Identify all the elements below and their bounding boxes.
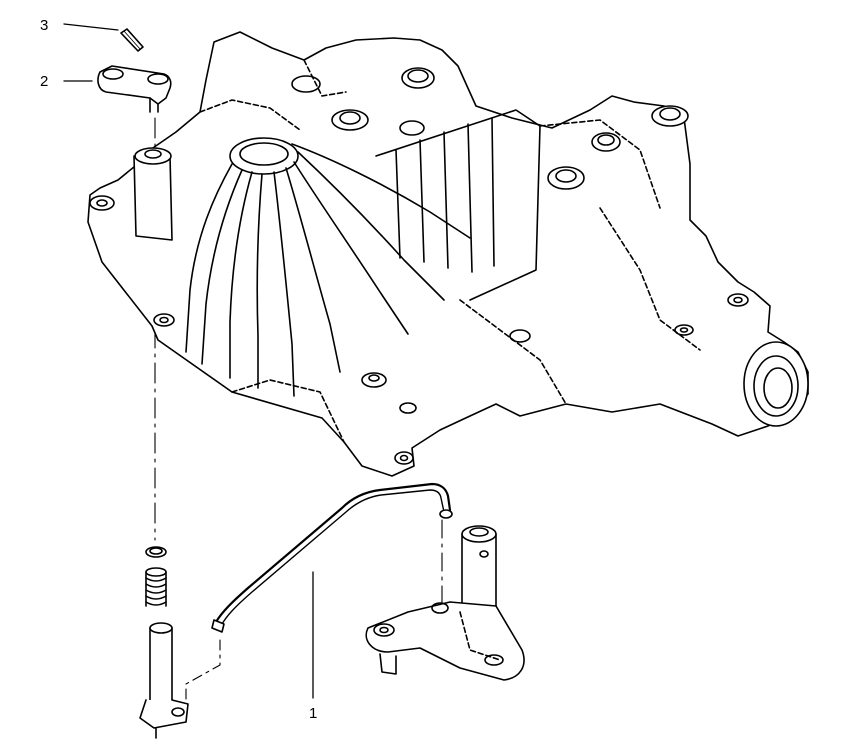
part-2-lever-arm (97, 65, 172, 113)
spring (145, 567, 167, 607)
callout-label-1: 1 (309, 705, 318, 722)
control-lever-assembly (365, 525, 525, 681)
leader-line-3 (63, 23, 119, 31)
alignment-line-lower (185, 639, 221, 701)
retaining-ring (145, 546, 167, 558)
part-1-linkage-rod (211, 482, 453, 633)
callout-label-3: 3 (40, 17, 49, 34)
callout-label-2: 2 (40, 73, 49, 90)
shift-shaft (139, 622, 189, 739)
part-3-roll-pin (120, 28, 144, 52)
transmission-housing (87, 31, 809, 477)
